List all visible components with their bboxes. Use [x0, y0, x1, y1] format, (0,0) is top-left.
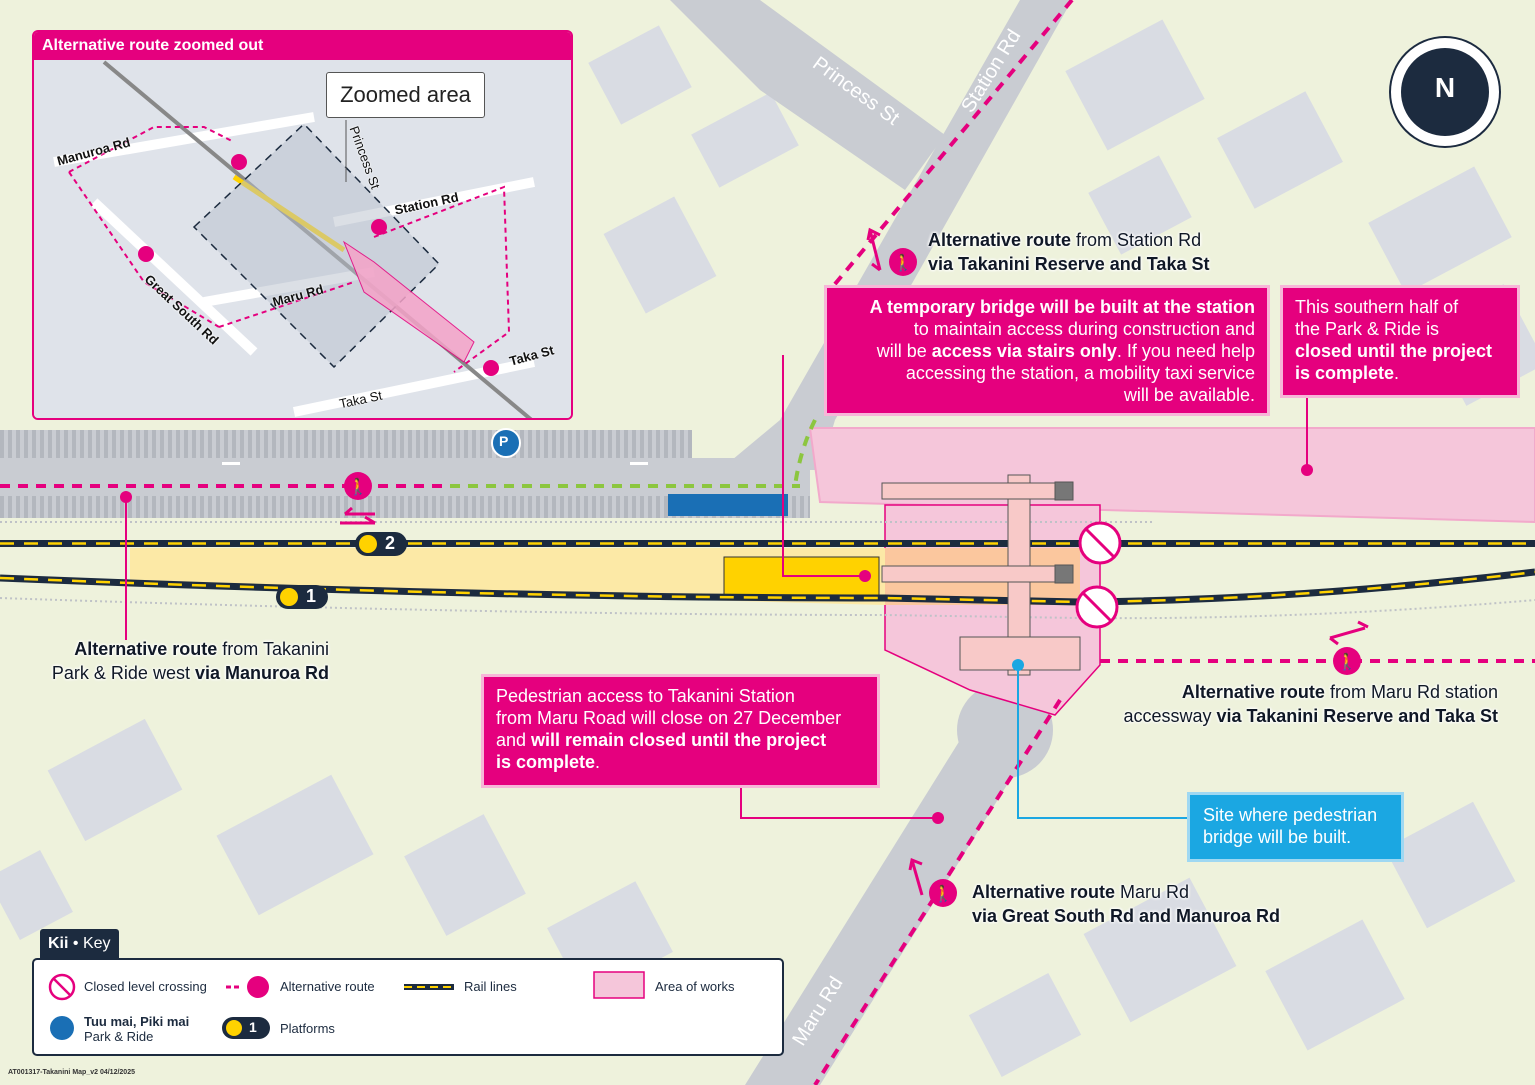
key-rail-lines: Rail lines — [464, 979, 517, 994]
key-closed-crossing: Closed level crossing — [84, 979, 207, 994]
svg-text:🚶: 🚶 — [933, 884, 953, 903]
callout-park-ride-closed: This southern half of the Park & Ride is… — [1283, 288, 1517, 395]
key-title: Kii • Key — [40, 929, 119, 959]
closed-crossing-icons — [1075, 521, 1122, 629]
walk-markers: 🚶 🚶 🚶 🚶 — [344, 248, 1361, 907]
north-arrow: N — [1389, 36, 1501, 148]
key-alt-route: Alternative route — [280, 979, 375, 994]
route-label-station-rd: Alternative route from Station Rd via Ta… — [928, 230, 1210, 274]
platform-badges — [276, 532, 407, 609]
zoomed-area-label: Zoomed area — [326, 72, 485, 118]
route-label-park-ride: Alternative route from Takanini Park & R… — [51, 639, 329, 683]
key-symbols — [48, 971, 645, 1040]
key-platforms: Platforms — [280, 1021, 335, 1036]
station-structure — [881, 474, 1081, 676]
platform-1-label: 1 — [306, 586, 317, 606]
inset-title: Alternative route zoomed out — [34, 32, 571, 60]
route-label-maru-accessway: Alternative route from Maru Rd station a… — [1123, 682, 1498, 726]
route-label-maru-rd: Alternative route Maru Rd via Great Sout… — [972, 882, 1281, 926]
inset-map-graphic — [34, 60, 571, 418]
svg-text:🚶: 🚶 — [348, 477, 368, 496]
svg-text:🚶: 🚶 — [1337, 652, 1357, 671]
platform-2-label: 2 — [385, 533, 396, 553]
callout-bridge-site: Site where pedestrian bridge will be bui… — [1190, 795, 1401, 859]
rail-lines — [0, 521, 1535, 620]
park-ride-icon: P — [499, 433, 509, 449]
callout-temporary-bridge: A temporary bridge will be built at the … — [827, 288, 1267, 413]
svg-text:🚶: 🚶 — [893, 253, 913, 272]
footer-reference: AT001317-Takanini Map_v2 04/12/2025 — [8, 1069, 135, 1076]
key-platform-number: 1 — [249, 1019, 257, 1035]
inset-map: Alternative route zoomed out Zoomed area… — [32, 30, 573, 420]
key-area-works: Area of works — [655, 979, 735, 994]
callout-maru-access: Pedestrian access to Takanini Station fr… — [484, 677, 877, 785]
map-key: Closed level crossing Alternative route … — [32, 958, 784, 1056]
